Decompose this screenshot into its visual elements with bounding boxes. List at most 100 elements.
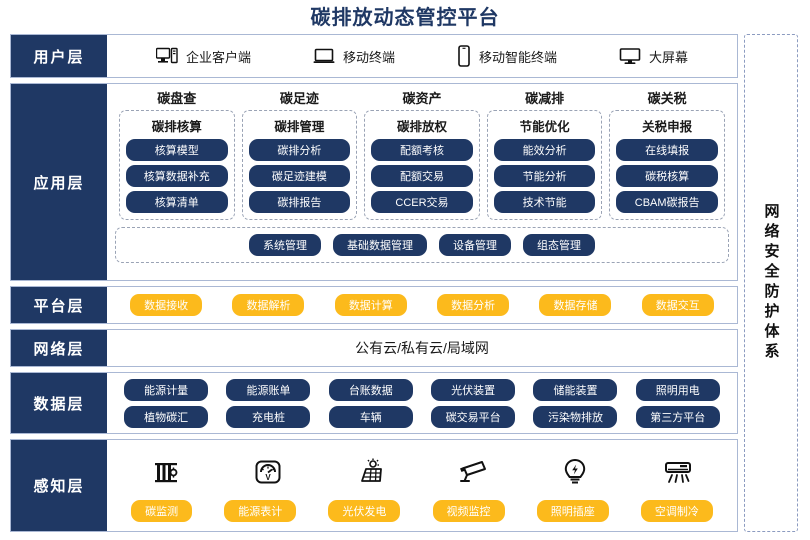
app-feature-pill[interactable]: 在线填报 xyxy=(616,139,718,161)
layer-perception-body: V xyxy=(107,440,737,531)
data-pill-energy-bill[interactable]: 能源账单 xyxy=(226,378,311,401)
app-feature-pill[interactable]: 核算模型 xyxy=(126,139,228,161)
app-column-subtitle: 关税申报 xyxy=(642,120,693,134)
layer-data-body: 能源计量 能源账单 台账数据 光伏装置 储能装置 照明用电 植物碳汇 充电桩 车… xyxy=(107,373,737,433)
perception-pill-pv-generation[interactable]: 光伏发电 xyxy=(328,499,401,522)
app-feature-pill[interactable]: CCER交易 xyxy=(371,191,473,213)
data-pill-third-party-platform[interactable]: 第三方平台 xyxy=(635,405,720,428)
app-column-title: 碳资产 xyxy=(402,91,442,106)
network-layer-text: 公有云/私有云/局域网 xyxy=(355,340,489,356)
cctv-camera-icon xyxy=(431,452,515,492)
app-feature-pill[interactable]: CBAM碳报告 xyxy=(616,191,718,213)
app-feature-pill[interactable]: 配额考核 xyxy=(371,139,473,161)
app-feature-pill[interactable]: 技术节能 xyxy=(493,191,596,213)
app-column-title: 碳减排 xyxy=(525,91,565,106)
perception-pill-air-conditioning[interactable]: 空调制冷 xyxy=(640,499,713,522)
data-pill-storage-device[interactable]: 储能装置 xyxy=(533,378,618,401)
app-column-box: 关税申报 在线填报 碳税核算 CBAM碳报告 xyxy=(609,110,725,220)
layer-perception-label: 感知层 xyxy=(11,440,107,531)
user-item-label: 大屏幕 xyxy=(648,49,688,65)
platform-pill-row: 数据接收 数据解析 数据计算 数据分析 数据存储 数据交互 xyxy=(115,294,729,316)
platform-pill-data-parse[interactable]: 数据解析 xyxy=(232,294,305,316)
app-column-carbon-footprint: 碳足迹 碳排管理 碳排分析 碳足迹建模 碳排报告 xyxy=(241,88,358,220)
perception-label-row: 碳监测 能源表计 光伏发电 视频监控 照明插座 空调制冷 xyxy=(115,499,729,522)
perception-pill-lighting-socket[interactable]: 照明插座 xyxy=(536,499,609,522)
data-pill-plant-carbon-sink[interactable]: 植物碳汇 xyxy=(124,405,209,428)
management-pill-configuration[interactable]: 组态管理 xyxy=(523,234,595,256)
app-feature-pill[interactable]: 碳足迹建模 xyxy=(248,165,351,187)
data-pill-ledger-data[interactable]: 台账数据 xyxy=(328,378,413,401)
desktop-pc-icon xyxy=(155,47,178,65)
app-column-carbon-asset: 碳资产 碳排放权 配额考核 配额交易 CCER交易 xyxy=(364,88,480,220)
user-item-large-screen[interactable]: 大屏幕 xyxy=(619,47,688,66)
data-row-2: 植物碳汇 充电桩 车辆 碳交易平台 污染物排放 第三方平台 xyxy=(115,405,729,428)
light-bulb-icon xyxy=(533,452,617,492)
layer-application: 应用层 碳盘查 碳排核算 核算模型 核算数据补充 核算清单 xyxy=(10,83,738,281)
data-pill-pv-device[interactable]: 光伏装置 xyxy=(431,378,516,401)
management-pill-system[interactable]: 系统管理 xyxy=(249,234,321,256)
architecture-board: 用户层 xyxy=(10,34,800,532)
app-feature-pill[interactable]: 碳税核算 xyxy=(616,165,718,187)
app-column-box: 节能优化 能效分析 节能分析 技术节能 xyxy=(486,110,603,220)
energy-meter-icon: V xyxy=(226,452,310,492)
network-security-column: 网络安全防护体系 xyxy=(744,34,798,532)
perception-pill-carbon-monitoring[interactable]: 碳监测 xyxy=(131,499,193,522)
platform-pill-data-analysis[interactable]: 数据分析 xyxy=(437,294,510,316)
carbon-monitor-icon xyxy=(124,452,208,492)
user-item-mobile-terminal[interactable]: 移动终端 xyxy=(313,47,395,66)
laptop-icon xyxy=(313,47,335,65)
perception-pill-video-surveillance[interactable]: 视频监控 xyxy=(432,499,505,522)
layer-network-label: 网络层 xyxy=(11,330,107,366)
data-pill-charging-pile[interactable]: 充电桩 xyxy=(226,405,311,428)
application-columns: 碳盘查 碳排核算 核算模型 核算数据补充 核算清单 碳足迹 碳排管理 xyxy=(115,88,729,220)
layer-user: 用户层 xyxy=(10,34,738,78)
user-item-smart-terminal[interactable]: 移动智能终端 xyxy=(457,45,557,67)
perception-icon-row: V xyxy=(115,452,729,492)
app-column-box: 碳排核算 核算模型 核算数据补充 核算清单 xyxy=(119,110,235,220)
layer-application-body: 碳盘查 碳排核算 核算模型 核算数据补充 核算清单 碳足迹 碳排管理 xyxy=(107,84,737,280)
layer-platform-label: 平台层 xyxy=(11,287,107,323)
user-item-label: 移动智能终端 xyxy=(478,49,557,65)
platform-pill-data-storage[interactable]: 数据存储 xyxy=(539,294,612,316)
platform-pill-data-compute[interactable]: 数据计算 xyxy=(334,294,407,316)
app-column-carbon-reduction: 碳减排 节能优化 能效分析 节能分析 技术节能 xyxy=(486,88,603,220)
app-feature-pill[interactable]: 碳排报告 xyxy=(248,191,351,213)
perception-pill-energy-meter[interactable]: 能源表计 xyxy=(224,499,297,522)
app-column-title: 碳关税 xyxy=(647,91,687,106)
app-column-box: 碳排放权 配额考核 配额交易 CCER交易 xyxy=(364,110,480,220)
management-pill-device[interactable]: 设备管理 xyxy=(439,234,511,256)
app-feature-pill[interactable]: 能效分析 xyxy=(493,139,596,161)
svg-text:V: V xyxy=(266,473,272,482)
data-pill-pollutant-emission[interactable]: 污染物排放 xyxy=(533,405,618,428)
layer-user-label: 用户层 xyxy=(11,35,107,77)
app-feature-pill[interactable]: 节能分析 xyxy=(493,165,596,187)
page-title: 碳排放动态管控平台 xyxy=(310,7,500,29)
app-column-subtitle: 碳排核算 xyxy=(151,120,202,134)
platform-pill-data-interaction[interactable]: 数据交互 xyxy=(641,294,714,316)
user-terminal-list: 企业客户端 移动终端 xyxy=(115,45,729,67)
layer-data: 数据层 能源计量 能源账单 台账数据 光伏装置 储能装置 照明用电 植物碳汇 充… xyxy=(10,372,738,434)
layer-application-label: 应用层 xyxy=(11,84,107,280)
management-pill-basic-data[interactable]: 基础数据管理 xyxy=(333,234,427,256)
layer-data-label: 数据层 xyxy=(11,373,107,433)
layer-user-body: 企业客户端 移动终端 xyxy=(107,35,737,77)
data-pill-vehicle[interactable]: 车辆 xyxy=(328,405,413,428)
app-feature-pill[interactable]: 碳排分析 xyxy=(248,139,351,161)
platform-pill-data-receive[interactable]: 数据接收 xyxy=(130,294,203,316)
app-column-carbon-inventory: 碳盘查 碳排核算 核算模型 核算数据补充 核算清单 xyxy=(119,88,235,220)
data-pill-carbon-trading-platform[interactable]: 碳交易平台 xyxy=(431,405,516,428)
user-item-label: 企业客户端 xyxy=(185,49,251,65)
smartphone-icon xyxy=(457,45,471,67)
layer-stack: 用户层 xyxy=(10,34,738,532)
app-feature-pill[interactable]: 配额交易 xyxy=(371,165,473,187)
app-column-carbon-tariff: 碳关税 关税申报 在线填报 碳税核算 CBAM碳报告 xyxy=(609,88,725,220)
app-column-title: 碳足迹 xyxy=(279,91,319,106)
app-feature-pill[interactable]: 核算数据补充 xyxy=(126,165,228,187)
user-item-enterprise-client[interactable]: 企业客户端 xyxy=(155,47,251,66)
data-pill-lighting-power[interactable]: 照明用电 xyxy=(635,378,720,401)
user-item-label: 移动终端 xyxy=(342,49,395,65)
layer-platform-body: 数据接收 数据解析 数据计算 数据分析 数据存储 数据交互 xyxy=(107,287,737,323)
app-feature-pill[interactable]: 核算清单 xyxy=(126,191,228,213)
data-pill-energy-metering[interactable]: 能源计量 xyxy=(124,378,209,401)
